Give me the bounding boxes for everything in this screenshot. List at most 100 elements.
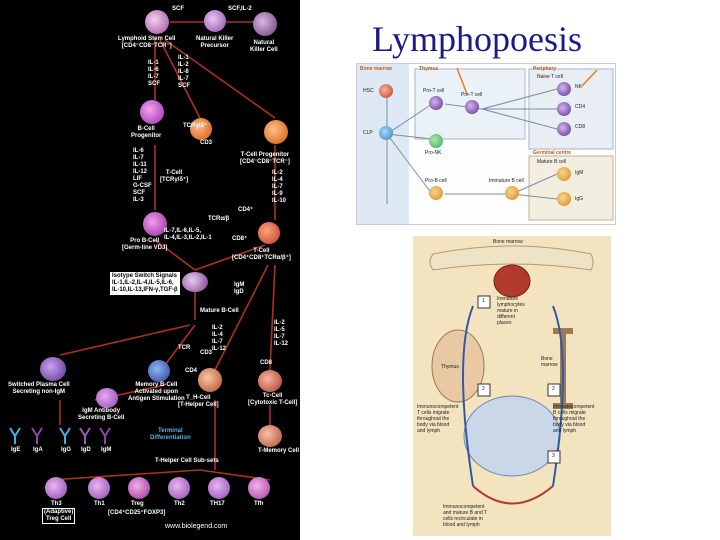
- b-progenitor-cell: [140, 100, 164, 124]
- il-list-left: IL-1 IL-6 IL-7 SCF: [148, 60, 160, 87]
- t-progenitor-cell: [264, 120, 288, 144]
- il7-etc-label: IL-7,IL-6,IL-5, IL-4,IL-3,IL-2,IL-1: [164, 228, 212, 241]
- double-positive-t-cell: [258, 222, 280, 244]
- adaptive-treg-label: (Adaptive) Treg Cell: [42, 508, 76, 524]
- igg-label-small: IgG: [575, 196, 584, 202]
- switched-plasma-cell: [40, 357, 66, 381]
- biolegend-watermark: www.biolegend.com: [165, 523, 228, 530]
- tc-cell-label: Tc-Cell [Cytotoxic T-Cell]: [248, 393, 298, 406]
- cd3-small-label: CD3: [200, 350, 213, 356]
- page-title: Lymphopoesis: [372, 19, 583, 59]
- thymus-text: Thymus: [441, 364, 459, 370]
- immature-lymph-text: Immature lymphocytes mature in different…: [497, 296, 525, 326]
- tcr-gd-label: TCRγ/δ⁺: [183, 123, 208, 129]
- tc-cell: [258, 370, 282, 392]
- lymphocyte-development-panel: Bone marrow Thymus Periphery Germinal ce…: [356, 63, 616, 225]
- nk-cell-label: Natural Killer Cell: [250, 40, 278, 53]
- switched-plasma-label: Switched Plasma Cell Secreting non-IgM: [8, 382, 70, 395]
- pre-t-cell: [465, 100, 479, 114]
- cd8-small-label: CD8: [260, 360, 273, 366]
- igm-igd-label: IgM IgD: [234, 282, 245, 295]
- b-cytokines-label: IL-6 IL-7 IL-11 IL-12 LIF G-CSF SCF IL-3: [133, 148, 152, 203]
- t-memory-label: T-Memory Cell: [258, 448, 300, 454]
- periphery-t3: [557, 122, 571, 136]
- gd-t-cell-label: T-Cell [TCRγ/δ⁺]: [160, 170, 189, 183]
- cd8-label-small: CD8: [575, 124, 586, 130]
- t-memory-cell: [258, 425, 282, 447]
- immature-b-label: Immature B cell: [489, 178, 524, 184]
- th-cell: [198, 368, 222, 392]
- double-t-label: T-Cell [CD4⁺CD8⁺TCRα/β⁺]: [232, 248, 291, 261]
- pro-t-cell: [429, 96, 443, 110]
- il-mid-list: IL-2 IL-4 IL-7 IL-12: [212, 325, 227, 352]
- lymphopoiesis-diagram: SCF SCF,IL-2 Lymphoid Stem Cell [CD4⁻CD8…: [0, 0, 300, 540]
- cd4p-label: CD4⁺: [238, 207, 254, 213]
- t-cells-migrate-text: Immunocompetent T cells migrate througho…: [417, 404, 459, 434]
- th3-cell: [45, 477, 67, 499]
- diagram-arrows: [49, 21, 276, 481]
- cd4-small-label: CD4: [185, 368, 198, 374]
- pro-b-cell-small: [429, 186, 443, 200]
- bottom-treg-label: Treg: [131, 501, 144, 507]
- t-progenitor-label: T-Cell Progenitor [CD4⁻CD8⁻TCR⁻]: [240, 152, 290, 165]
- treg-phenotype-label: [CD4⁺CD25⁺FOXP3]: [108, 510, 166, 516]
- bottom-tfh-label: Tfh: [254, 501, 264, 507]
- bone-marrow-text: Bone marrow: [541, 356, 558, 368]
- memory-b-cell: [148, 360, 170, 382]
- ig-d-label: IgD: [81, 447, 91, 453]
- step-3: 3: [552, 453, 555, 459]
- scf-label: SCF: [172, 6, 184, 12]
- periphery-t1: [557, 82, 571, 96]
- pro-t-label: Pro-T cell: [423, 88, 445, 94]
- b-progenitor-label: B-Cell Progenitor: [131, 126, 162, 139]
- nk-label-small: NK: [575, 84, 582, 90]
- naive-t-label: Naive T cell: [537, 74, 563, 80]
- hsc-cell: [379, 84, 393, 98]
- circulation-illustration: [413, 236, 611, 536]
- development-schematic: [357, 64, 614, 224]
- step-2b: 2: [552, 386, 555, 392]
- immature-b-cell: [505, 186, 519, 200]
- il-right-list: IL-2 IL-5 IL-7 IL-12: [274, 320, 289, 347]
- recirculate-text: Immunocompetent and mature B and T cells…: [443, 504, 488, 528]
- mature-b-label: Mature B-Cell: [200, 308, 239, 314]
- mature-b-label-small: Mature B cell: [537, 159, 567, 165]
- tcr-ab-label: TCRα/β: [208, 216, 230, 222]
- mature-b-cell: [182, 272, 208, 292]
- pro-b-label-small: Pro-B cell: [425, 178, 447, 184]
- step-2a: 2: [482, 386, 485, 392]
- il-list-mid: IL-1 IL-2 IL-8 IL-7 SCF: [178, 55, 190, 89]
- tcr-small-label: TCR: [178, 345, 191, 351]
- periphery-t2: [557, 102, 571, 116]
- clp-label: CLP: [363, 130, 373, 136]
- igm-label-small: IgM: [575, 170, 584, 176]
- pro-nk-label: Pro-NK: [425, 150, 442, 156]
- nk-cell: [253, 12, 277, 36]
- clp-cell: [379, 126, 393, 140]
- hsc-label: HSC: [363, 88, 374, 94]
- ig-m-label: IgM: [101, 447, 112, 453]
- step-1: 1: [482, 298, 485, 304]
- cd4-label-small: CD4: [575, 104, 586, 110]
- lymphoid-stem-label: Lymphoid Stem Cell [CD4⁻CD8⁻TCR⁻]: [118, 36, 176, 49]
- bone-marrow-header-br: Bone marrow: [493, 239, 523, 245]
- pro-nk-cell: [429, 134, 443, 148]
- th1-cell: [88, 477, 110, 499]
- igm-secreting-b-cell: [96, 388, 118, 408]
- periphery-header: Periphery: [533, 66, 557, 72]
- gc-b-cell: [557, 192, 571, 206]
- treg-cell: [128, 477, 150, 499]
- pro-b-label: Pro B-Cell [Germ-line VDJ]: [122, 238, 168, 251]
- th17-cell: [208, 477, 230, 499]
- ig-g-label: IgG: [61, 447, 71, 453]
- t-cytokines-label: IL-2 IL-4 IL-7 IL-9 IL-10: [272, 170, 287, 204]
- b-cells-migrate-text: Immunocompetent B cells migrate througho…: [553, 404, 595, 434]
- bone-marrow-header: Bone marrow: [360, 66, 392, 72]
- isotype-switch-label: Isotype Switch Signals IL-1,IL-2,IL-4,IL…: [110, 272, 180, 295]
- bottom-th3-label: Th3: [51, 501, 62, 507]
- nk-precursor-cell: [204, 10, 226, 32]
- pro-b-cell: [143, 212, 167, 236]
- mature-b-cell-small: [557, 167, 571, 181]
- antibody-icons: [9, 427, 111, 444]
- bottom-th17-label: TH17: [210, 501, 225, 507]
